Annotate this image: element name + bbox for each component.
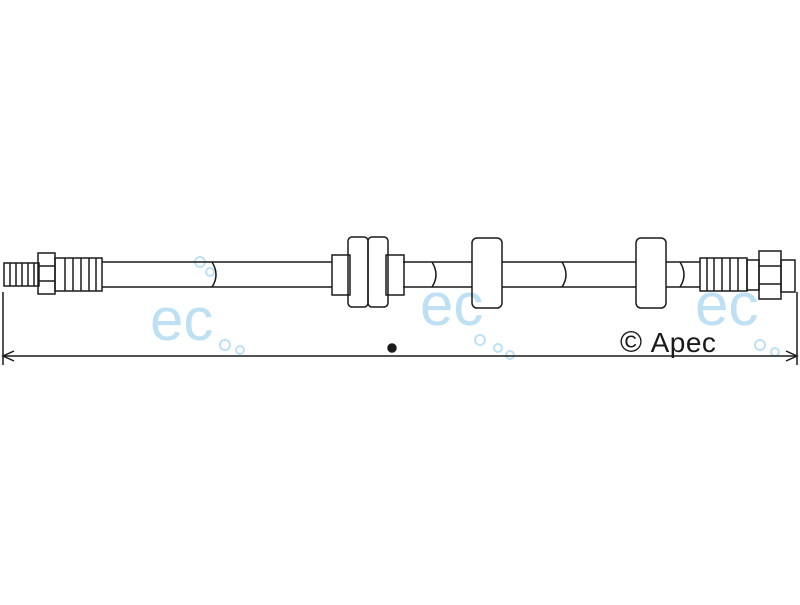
copyright-label: ©Apec xyxy=(620,326,716,360)
marker-dot xyxy=(387,343,397,353)
svg-text:ec: ec xyxy=(420,271,483,338)
svg-text:ec: ec xyxy=(150,286,213,353)
brand-name: Apec xyxy=(650,327,717,358)
dimension-arrow-right xyxy=(785,350,799,362)
copyright-symbol: © xyxy=(620,326,643,359)
hose-drawing xyxy=(1,236,799,365)
watermark-logo: ec xyxy=(150,256,245,355)
grommet xyxy=(471,237,503,309)
hose-body xyxy=(102,261,700,288)
center-clamp xyxy=(331,236,405,308)
grommet xyxy=(635,237,667,309)
dimension-arrow-left xyxy=(1,350,15,362)
left-fitting xyxy=(3,252,103,295)
right-fitting xyxy=(699,250,796,300)
svg-text:ec: ec xyxy=(695,271,758,338)
